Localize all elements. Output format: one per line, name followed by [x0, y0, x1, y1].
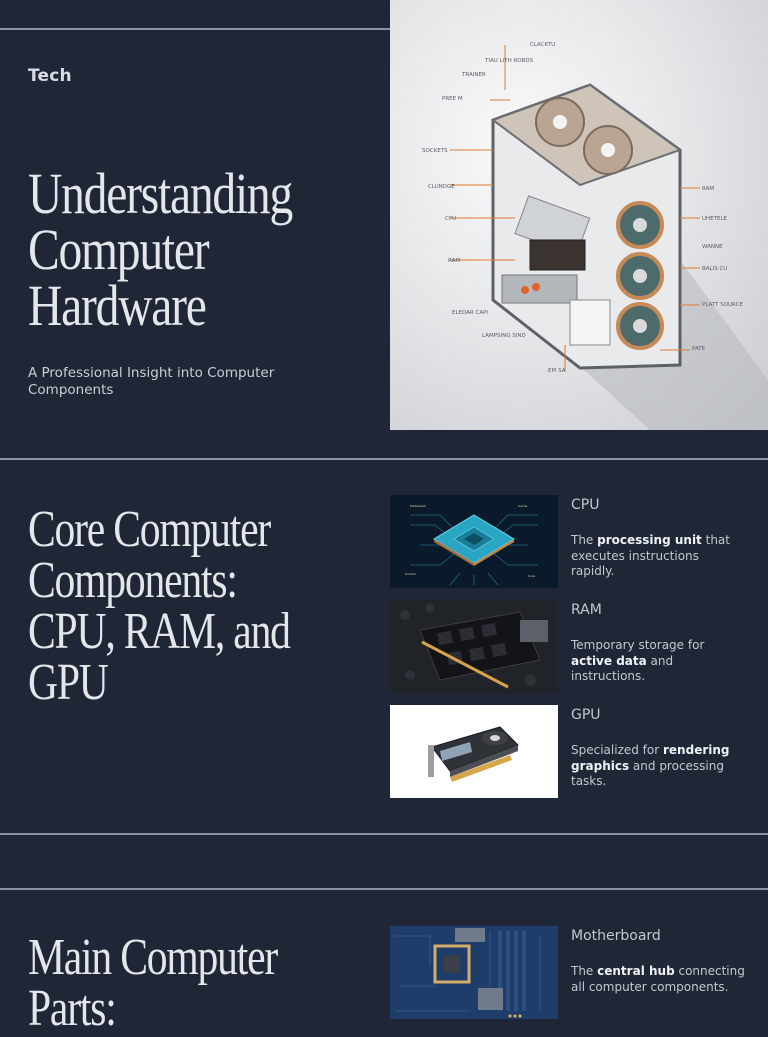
divider-top — [0, 28, 390, 30]
svg-text:BALIS CU: BALIS CU — [702, 266, 727, 272]
motherboard-icon — [390, 926, 558, 1019]
main-title-line: Main Computer — [28, 929, 278, 986]
svg-text:ELEDAR CAPI: ELEDAR CAPI — [452, 310, 488, 316]
core-title-line: CPU, RAM, and — [28, 603, 291, 660]
svg-text:PLATT SOURCE: PLATT SOURCE — [702, 302, 743, 308]
pc-case-icon: CLACKTU TIAU LITH ROBDS TRAINER PREE M S… — [422, 42, 768, 430]
svg-text:RAM: RAM — [448, 258, 460, 264]
svg-text:RAM: RAM — [702, 186, 714, 192]
core-title-line: GPU — [28, 654, 109, 711]
hero-title-line: Hardware — [28, 273, 207, 338]
svg-text:Pretrained: Pretrained — [410, 504, 426, 508]
core-section-title: Core Computer Components: CPU, RAM, and … — [28, 501, 396, 711]
svg-text:CLUNDGE: CLUNDGE — [428, 184, 455, 190]
divider-section-3 — [0, 888, 768, 890]
svg-text:CPU: CPU — [445, 216, 456, 222]
svg-text:CLACKTU: CLACKTU — [530, 42, 555, 48]
ram-module-icon — [390, 600, 558, 693]
main-title-line: Parts: — [28, 980, 117, 1037]
component-name: GPU — [571, 707, 601, 723]
main-section-title: Main Computer Parts: — [28, 929, 396, 1037]
svg-text:PATE: PATE — [692, 346, 706, 352]
graphics-card-icon — [428, 726, 519, 782]
divider-section-2 — [0, 833, 768, 835]
core-title-line: Components: — [28, 552, 238, 609]
component-name: Motherboard — [571, 928, 661, 944]
hero-subtitle: A Professional Insight into Computer Com… — [28, 365, 275, 398]
component-description: The processing unit that executes instru… — [571, 533, 730, 578]
component-description: The central hub connecting all computer … — [571, 964, 745, 994]
divider-section-1 — [0, 458, 768, 460]
svg-text:TRAINER: TRAINER — [461, 72, 486, 78]
svg-text:Cache: Cache — [518, 504, 527, 508]
core-title-line: Core Computer — [28, 501, 271, 558]
svg-text:SOCKETS: SOCKETS — [422, 148, 448, 154]
svg-text:EPI SA: EPI SA — [548, 368, 566, 374]
svg-text:Core: Core — [528, 574, 535, 578]
ram-image — [390, 600, 558, 693]
svg-text:PREE M: PREE M — [442, 96, 463, 102]
component-card-motherboard: Motherboard The central hub connecting a… — [390, 926, 768, 1019]
svg-text:Control: Control — [405, 572, 416, 576]
gpu-image — [390, 705, 558, 798]
pc-case-illustration: CLACKTU TIAU LITH ROBDS TRAINER PREE M S… — [390, 0, 768, 430]
motherboard-image — [390, 926, 558, 1019]
svg-text:UHETELE: UHETELE — [702, 216, 728, 222]
hero-title-line: Computer — [28, 217, 210, 282]
svg-text:WANNE: WANNE — [702, 244, 723, 250]
hero-title-line: Understanding — [28, 161, 293, 226]
component-name: CPU — [571, 497, 600, 513]
svg-text:LAMPSING SIND: LAMPSING SIND — [482, 333, 526, 339]
component-name: RAM — [571, 602, 602, 618]
component-description: Specialized for rendering graphics and p… — [571, 743, 730, 788]
svg-text:TIAU LITH ROBDS: TIAU LITH ROBDS — [484, 58, 534, 64]
component-card-ram: RAM Temporary storage for active data an… — [390, 600, 768, 693]
component-card-gpu: GPU Specialized for rendering graphics a… — [390, 705, 768, 798]
brand-label: Tech — [28, 66, 72, 86]
hero-title: Understanding Computer Hardware — [28, 161, 372, 338]
component-description: Temporary storage for active data and in… — [571, 638, 705, 683]
